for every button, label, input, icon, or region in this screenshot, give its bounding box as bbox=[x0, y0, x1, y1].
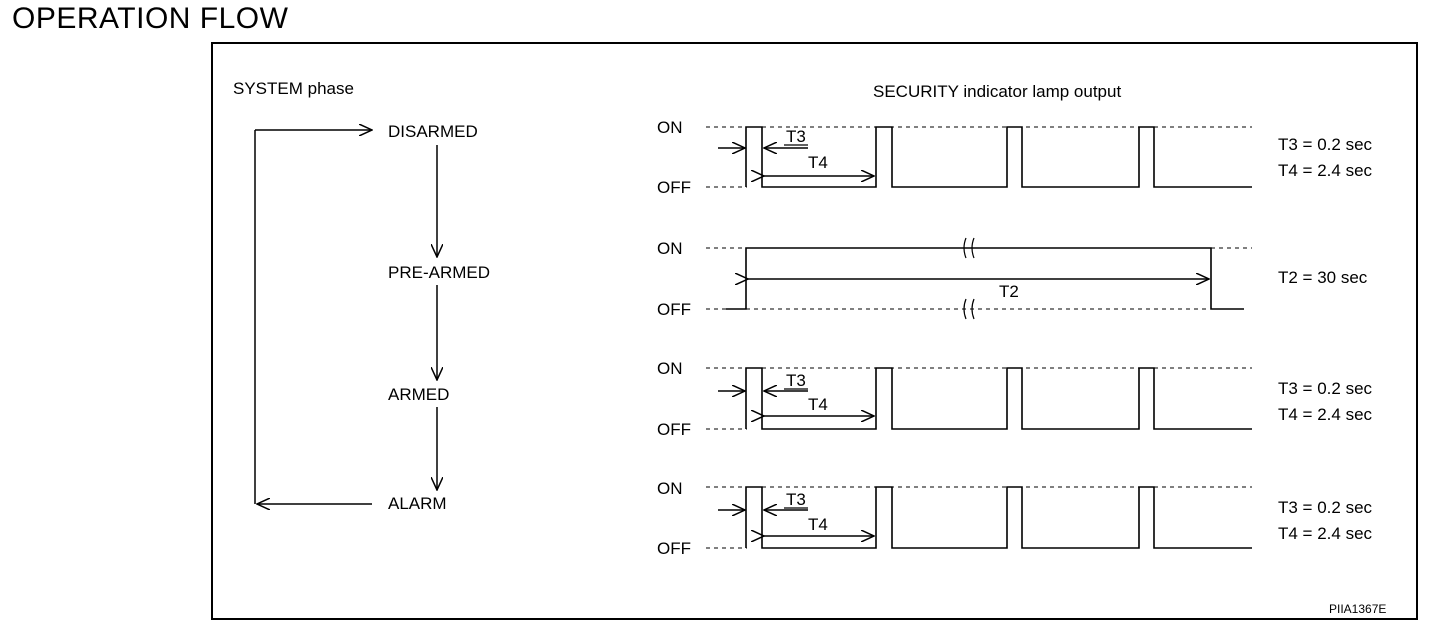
system-phase-label: SYSTEM phase bbox=[233, 79, 354, 98]
timing-t3: T3 = 0.2 sec bbox=[1278, 135, 1373, 154]
t4-marker: T4 bbox=[808, 395, 828, 414]
t3-marker: T3 bbox=[786, 371, 806, 390]
timing-t3: T3 = 0.2 sec bbox=[1278, 498, 1373, 517]
on-label: ON bbox=[657, 118, 683, 137]
waveform-row-disarmed: ON OFF T3 T4 T3 = 0.2 sec T4 = 2.4 sec bbox=[657, 118, 1373, 197]
on-label: ON bbox=[657, 359, 683, 378]
diagram-frame bbox=[211, 42, 1418, 620]
off-label: OFF bbox=[657, 539, 691, 558]
lamp-output-label: SECURITY indicator lamp output bbox=[873, 82, 1121, 101]
timing-t4: T4 = 2.4 sec bbox=[1278, 524, 1373, 543]
timing-t4: T4 = 2.4 sec bbox=[1278, 405, 1373, 424]
waveform-row-alarm: ON OFF T3 T4 T3 = 0.2 sec T4 = 2.4 sec bbox=[657, 479, 1373, 558]
phase-label-armed: ARMED bbox=[388, 385, 449, 404]
waveform-row-armed: ON OFF T3 T4 T3 = 0.2 sec T4 = 2.4 sec bbox=[657, 359, 1373, 439]
page-title: OPERATION FLOW bbox=[12, 2, 289, 35]
waveform-row-pre-armed: ON OFF T2 T2 = 30 sec bbox=[657, 237, 1368, 320]
phase-flow: DISARMED PRE-ARMED ARMED ALARM bbox=[254, 122, 490, 513]
off-label: OFF bbox=[657, 420, 691, 439]
timing-t2: T2 = 30 sec bbox=[1278, 268, 1368, 287]
lamp-waveform bbox=[745, 126, 1252, 188]
t3-marker: T3 bbox=[786, 490, 806, 509]
lamp-waveform bbox=[745, 486, 1252, 549]
lamp-waveform bbox=[726, 247, 1244, 310]
lamp-waveform bbox=[745, 367, 1252, 430]
t2-marker: T2 bbox=[999, 282, 1019, 301]
figure-code: PIIA1367E bbox=[1329, 602, 1386, 616]
t4-marker: T4 bbox=[808, 515, 828, 534]
t3-marker: T3 bbox=[786, 127, 806, 146]
phase-label-pre-armed: PRE-ARMED bbox=[388, 263, 490, 282]
t4-marker: T4 bbox=[808, 153, 828, 172]
timing-t4: T4 = 2.4 sec bbox=[1278, 161, 1373, 180]
on-label: ON bbox=[657, 479, 683, 498]
on-label: ON bbox=[657, 239, 683, 258]
timing-t3: T3 = 0.2 sec bbox=[1278, 379, 1373, 398]
break-mark-icon bbox=[963, 237, 975, 259]
off-label: OFF bbox=[657, 300, 691, 319]
off-label: OFF bbox=[657, 178, 691, 197]
break-mark-icon bbox=[963, 298, 975, 320]
phase-label-alarm: ALARM bbox=[388, 494, 447, 513]
phase-label-disarmed: DISARMED bbox=[388, 122, 478, 141]
